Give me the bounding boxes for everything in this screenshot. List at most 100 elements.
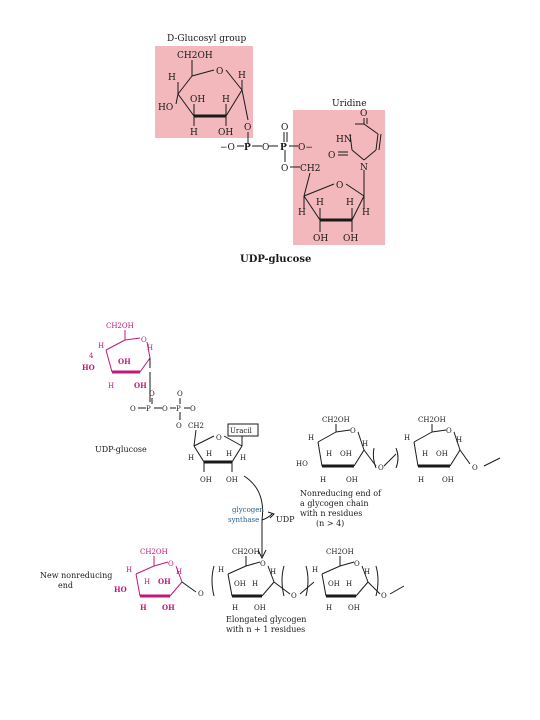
h-label: H (226, 450, 232, 458)
magenta-ho-label: HO (114, 585, 127, 594)
oh-label: OH (343, 234, 358, 244)
oh-label: OH (442, 476, 454, 484)
glucosyl-group-label: D-Glucosyl group (167, 34, 246, 44)
h-label: H (326, 450, 332, 458)
h-label: H (190, 128, 198, 138)
ribose-oxygen-label: O (336, 181, 343, 191)
glycosidic-oxygen-label: O (244, 123, 251, 133)
ch2oh-label: CH2OH (418, 416, 446, 424)
o-minus-label: O− (298, 143, 313, 153)
ch2oh-label: CH2OH (177, 51, 213, 61)
uracil-box (227, 423, 259, 437)
h-label: H (362, 208, 370, 218)
ring-number-4: 4 (89, 352, 94, 360)
elongated-caption-2: with n + 1 residues (226, 625, 305, 634)
h-label: H (326, 604, 332, 612)
ring-oxygen-label: O (260, 560, 266, 568)
udp-product-label: UDP (276, 515, 295, 524)
nonreducing-caption-3: with n residues (300, 509, 362, 518)
enzyme-label-2: synthase (228, 516, 259, 524)
h-label: H (418, 476, 424, 484)
phosphorus-label: P (176, 405, 181, 413)
ch2oh-label: CH2OH (232, 548, 260, 556)
phosphorus-label: P (244, 143, 251, 153)
magenta-glucose-ring (105, 330, 151, 374)
h-label: H (404, 434, 410, 442)
ring-oxygen-label: O (216, 67, 223, 77)
oxygen-label: O (198, 590, 204, 598)
new-glucose-ring (135, 556, 197, 598)
h-label: H (312, 566, 318, 574)
magenta-oh-label: OH (118, 357, 131, 366)
phosphorus-label: P (146, 405, 151, 413)
h-label: H (222, 95, 230, 105)
h-label: H (188, 454, 194, 462)
h-label: H (308, 434, 314, 442)
uridine-highlight (293, 110, 385, 245)
oxygen-label: O (378, 464, 384, 472)
oxygen-label: O (162, 405, 168, 413)
hn-label: HN (336, 135, 352, 145)
ribose-ring-top (303, 170, 365, 232)
ribose-oxygen-label: O (216, 434, 222, 442)
oxygen-label: O (130, 405, 136, 413)
glycogen-chain-n (317, 424, 501, 469)
reaction-arrow (243, 475, 275, 560)
ch2oh-label: CH2OH (322, 416, 350, 424)
oh-label: OH (218, 128, 233, 138)
oxygen-label: O (176, 422, 182, 430)
ring-oxygen-label: O (446, 427, 452, 435)
udp-glucose-caption: UDP-glucose (240, 254, 311, 265)
h-label: H (320, 476, 326, 484)
magenta-h-label: H (98, 342, 104, 350)
h-label: H (270, 568, 276, 576)
magenta-h-label: H (140, 603, 147, 612)
magenta-h-label: H (126, 566, 132, 574)
h-label: H (168, 73, 176, 83)
ch2-label: CH2 (188, 422, 204, 430)
carbonyl-oxygen-label: O (360, 109, 367, 119)
h-label: H (206, 450, 212, 458)
magenta-h-label: H (144, 578, 150, 586)
oh-label: OH (340, 450, 352, 458)
oxygen-label: O (190, 405, 196, 413)
magenta-h-label: H (147, 344, 153, 352)
phosphoryl-oxygen-label: O (281, 123, 288, 133)
ho-label: HO (296, 460, 308, 468)
elongated-chain-rings (211, 556, 405, 598)
h-label: H (232, 604, 238, 612)
nonreducing-caption-4: (n > 4) (316, 519, 344, 528)
ester-oxygen-label: O (281, 164, 288, 174)
nonreducing-caption-1: Nonreducing end of (300, 489, 382, 498)
magenta-ho-label: HO (82, 363, 95, 372)
h-label: H (316, 198, 324, 208)
oh-label: OH (226, 476, 238, 484)
udp-linker-bonds (138, 372, 190, 420)
h-label: H (346, 198, 354, 208)
oxygen-label: O (472, 464, 478, 472)
n-label: N (360, 163, 368, 173)
uracil-ring-top (338, 118, 382, 161)
oxygen-label: O (149, 390, 155, 398)
ch2oh-label: CH2OH (326, 548, 354, 556)
oh-label: OH (190, 95, 205, 105)
ho-label: HO (158, 103, 173, 113)
phosphorus-label: P (280, 143, 287, 153)
h-label: H (456, 436, 462, 444)
oxygen-label: O (177, 390, 183, 398)
oh-label: OH (254, 604, 266, 612)
oxygen-label: O (381, 592, 387, 600)
magenta-ring-oxygen-label: O (168, 560, 174, 568)
magenta-oh-label: OH (162, 603, 175, 612)
oh-label: OH (313, 234, 328, 244)
h-label: H (422, 450, 428, 458)
magenta-ch2oh-label: CH2OH (106, 322, 134, 330)
h-label: H (252, 580, 258, 588)
o-minus-label: −O (220, 143, 235, 153)
elongated-caption-1: Elongated glycogen (226, 615, 306, 624)
oh-label: OH (328, 580, 340, 588)
oh-label: OH (200, 476, 212, 484)
ch2-label: CH2 (300, 164, 320, 174)
